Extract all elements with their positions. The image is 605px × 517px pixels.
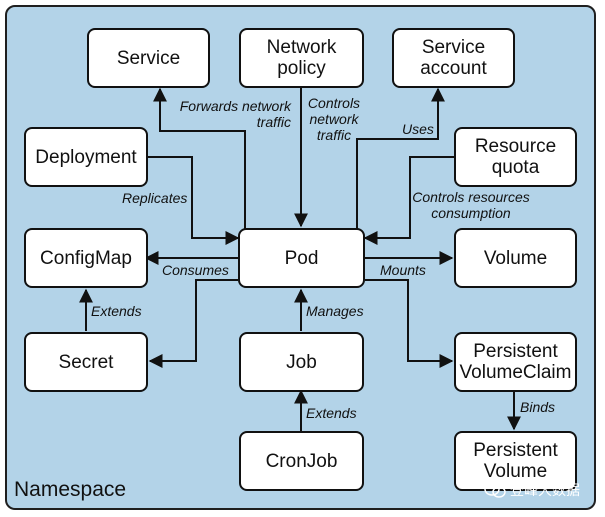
wechat-icon — [484, 482, 506, 498]
edge-label-binds: Binds — [520, 399, 556, 415]
job-node: Job — [239, 332, 364, 392]
edge-label-replicates: Replicates — [122, 190, 188, 206]
pod-node: Pod — [238, 228, 365, 288]
service-account-node: Service account — [392, 28, 515, 88]
edge-mounts-pvc — [365, 279, 454, 368]
edge-uses — [356, 87, 445, 232]
namespace-label: Namespace — [14, 478, 127, 501]
secret-node: Secret — [24, 332, 148, 392]
watermark: 登峰大数据 — [484, 480, 580, 500]
edge-forwards-traffic — [153, 87, 246, 232]
edge-label-extends-secret: Extends — [91, 303, 142, 319]
configmap-node: ConfigMap — [24, 228, 148, 288]
edge-label-forwards: Forwards network traffic — [179, 98, 291, 130]
pvc-node: Persistent VolumeClaim — [454, 332, 577, 392]
edge-label-uses: Uses — [402, 121, 434, 137]
edge-label-mounts: Mounts — [380, 262, 426, 278]
edge-controls-resources — [363, 156, 455, 245]
edge-label-consumes: Consumes — [162, 262, 229, 278]
cronjob-node: CronJob — [239, 431, 364, 491]
pv-node: Persistent Volume — [454, 431, 577, 491]
edge-label-manages: Manages — [306, 303, 364, 319]
watermark-text: 登峰大数据 — [510, 482, 580, 498]
service-node: Service — [87, 28, 210, 88]
deployment-node: Deployment — [24, 127, 148, 187]
edge-label-controls-resources: Controls resources consumption — [412, 189, 530, 221]
edge-label-extends-cronjob: Extends — [306, 405, 357, 421]
resource-quota-node: Resource quota — [454, 127, 577, 187]
edge-consumes-secret — [148, 279, 238, 368]
network-policy-node: Network policy — [239, 28, 364, 88]
edge-replicates — [145, 156, 240, 245]
volume-node: Volume — [454, 228, 577, 288]
edge-label-controls-network: Controls network traffic — [307, 95, 361, 143]
